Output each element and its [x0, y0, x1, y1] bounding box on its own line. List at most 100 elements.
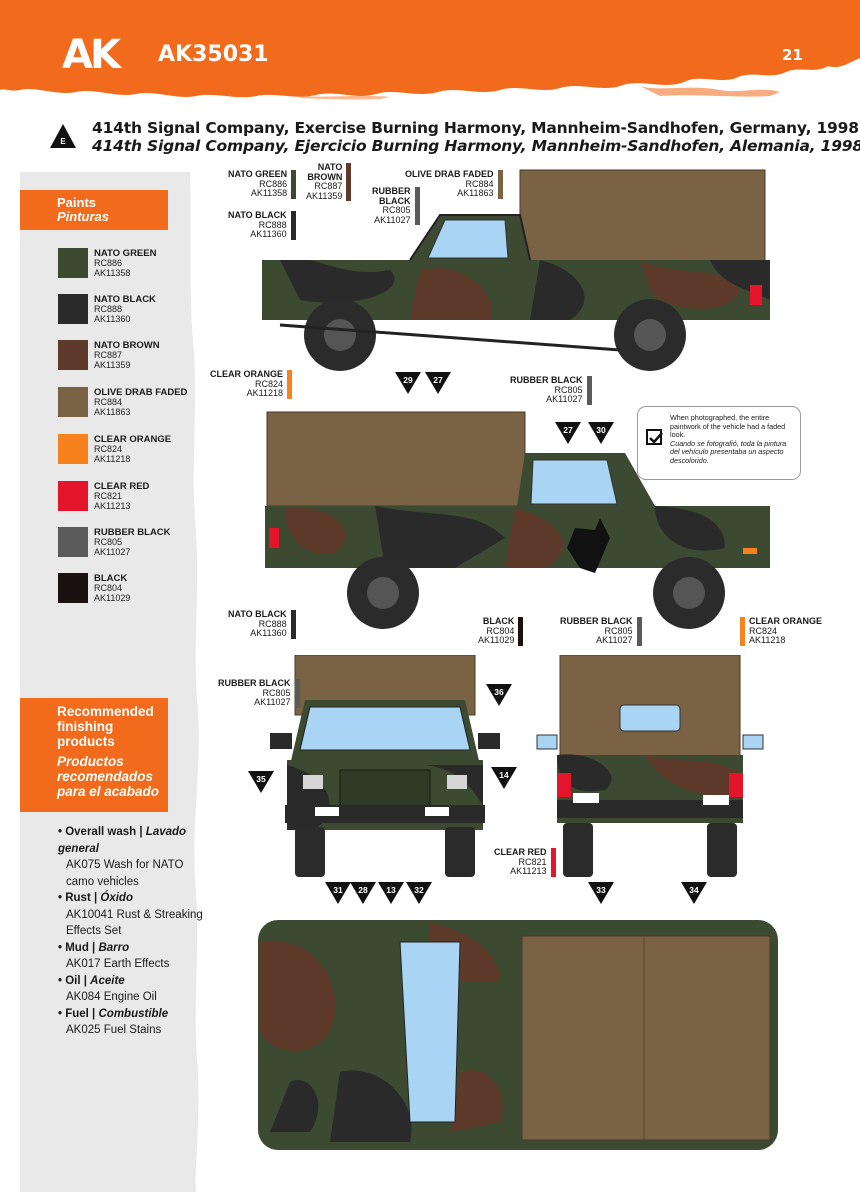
sidebar-background — [20, 172, 199, 1192]
callout-color-chip — [497, 170, 503, 199]
finishing-title: • Overall wash | Lavado general — [58, 826, 187, 855]
callout-name: CLEAR ORANGE — [749, 616, 823, 626]
paint-swatch — [58, 294, 88, 324]
paint-name: NATO BROWN — [94, 340, 160, 351]
paint-rc-code: RC824 — [94, 444, 123, 454]
callout-ak-code: AK11358 — [250, 188, 288, 198]
callout-rc-code: RC821 — [518, 856, 547, 867]
paint-rc-code: RC884 — [94, 397, 123, 407]
number-marker-triangle: 27 — [425, 372, 451, 394]
paint-swatch — [58, 527, 88, 557]
finishing-product: AK075 Wash for NATO camo vehicles — [66, 859, 184, 888]
callout-name: OLIVE DRAB FADED — [405, 169, 494, 179]
paint-ak-code: AK11218 — [94, 454, 131, 464]
number-marker-triangle: 13 — [378, 882, 404, 904]
callout-name: NATO — [317, 162, 343, 172]
callout-color-chip — [346, 163, 352, 201]
paint-name: CLEAR RED — [94, 481, 150, 492]
number-marker-triangle: 28 — [350, 882, 376, 904]
paint-rc-code: RC886 — [94, 258, 123, 268]
paints-header: Paints Pinturas — [20, 190, 168, 230]
recommended-header: Recommended finishing products Productos… — [20, 698, 168, 812]
paint-rc-code: RC888 — [94, 304, 123, 314]
callout-ak-code: AK11218 — [246, 388, 284, 398]
paint-ak-code: AK11358 — [94, 268, 131, 278]
finishing-product: AK10041 Rust & Streaking Effects Set — [66, 908, 203, 938]
number-marker-label: 13 — [386, 885, 396, 895]
callout-rc-code: RC805 — [604, 625, 633, 636]
product-code: AK35031 — [158, 42, 269, 67]
number-marker-label: 31 — [333, 885, 343, 895]
page-number: 21 — [782, 46, 803, 64]
callout-color-chip — [294, 679, 300, 708]
number-marker-label: 36 — [494, 687, 504, 697]
callout-name: BLACK — [482, 616, 515, 626]
paint-rc-code: RC805 — [94, 537, 123, 547]
title-marker-letter: E — [60, 137, 66, 146]
paints-header-en: Paints — [57, 195, 97, 210]
callout-rc-code: RC824 — [749, 625, 778, 636]
paint-name: CLEAR ORANGE — [94, 434, 172, 445]
note-text-en: When photographed, the entire paintwork … — [670, 413, 786, 440]
callout-ak-code: AK11213 — [510, 866, 547, 876]
finishing-product: AK025 Fuel Stains — [66, 1024, 162, 1036]
callout-name: RUBBER BLACK — [218, 678, 291, 688]
number-marker-triangle: 32 — [406, 882, 432, 904]
paint-rc-code: RC887 — [94, 350, 123, 360]
paint-name: RUBBER BLACK — [94, 527, 171, 538]
number-marker-label: 32 — [414, 885, 424, 895]
callout-color-chip — [287, 370, 293, 399]
finishing-title: • Rust | Óxido — [58, 892, 133, 904]
callout-color-chip — [740, 617, 745, 646]
callout-color-chip — [414, 187, 420, 225]
paints-header-es: Pinturas — [57, 209, 110, 224]
finishing-product: AK017 Earth Effects — [66, 958, 170, 970]
callout-color-chip — [290, 211, 296, 240]
callout-ak-code: AK11360 — [250, 229, 287, 239]
callout-color-chip — [291, 170, 297, 199]
number-marker-triangle: 34 — [681, 882, 707, 904]
callout-rc-code: RC805 — [554, 384, 583, 395]
callout-name: RUBBER BLACK — [510, 375, 583, 385]
callout-color-chip — [586, 376, 592, 405]
callout-ak-code: AK11863 — [457, 188, 494, 198]
paint-name: NATO BLACK — [94, 294, 156, 305]
paint-swatch — [58, 248, 88, 278]
callout-name: RUBBER — [372, 186, 411, 196]
checkbox-icon — [646, 429, 663, 445]
callout-color-chip — [290, 610, 296, 639]
finishing-product: AK084 Engine Oil — [66, 991, 157, 1003]
page-header: AK AK35031 21 — [0, 0, 860, 100]
number-marker-label: 30 — [596, 425, 606, 435]
callout-rc-code: RC805 — [382, 205, 411, 215]
callout-name: CLEAR RED — [494, 847, 547, 857]
paint-ak-code: AK11027 — [94, 547, 131, 557]
number-marker-triangle: 36 — [486, 684, 512, 706]
finishing-title-es: Aceite — [90, 974, 125, 987]
callout-ak-code: AK11027 — [546, 394, 583, 404]
number-marker-triangle: 31 — [325, 882, 351, 904]
callout-rc-code: RC888 — [258, 219, 287, 230]
paint-swatch — [58, 434, 88, 464]
scheme-title-english: 414th Signal Company, Exercise Burning H… — [92, 119, 859, 137]
number-marker-label: 14 — [499, 770, 509, 780]
